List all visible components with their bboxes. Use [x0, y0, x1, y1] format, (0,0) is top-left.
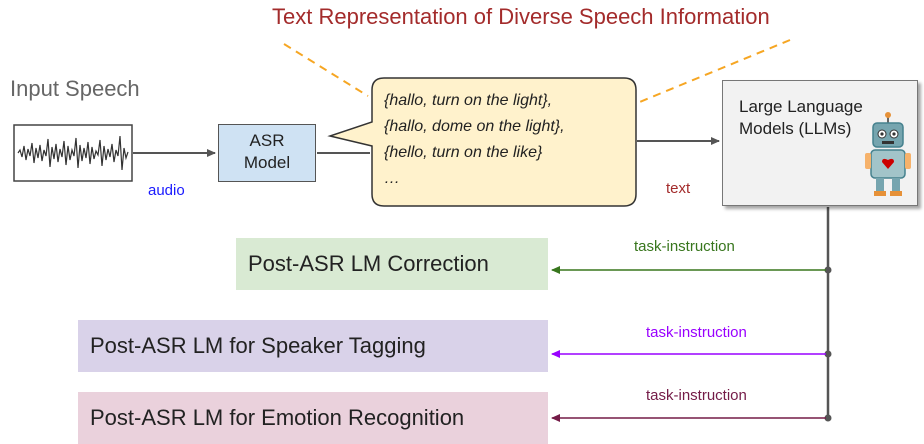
task-label-emotion-recognition: Post-ASR LM for Emotion Recognition: [90, 405, 465, 430]
task-instruction-label-correction: task-instruction: [634, 238, 735, 255]
llm-label-line2: Models (LLMs): [739, 119, 852, 138]
task-instruction-label-speaker: task-instruction: [646, 324, 747, 341]
hypothesis-ellipsis: …: [384, 170, 400, 187]
waveform-icon: [13, 124, 133, 182]
input-speech-label: Input Speech: [10, 76, 140, 101]
hypothesis-1: {hallo, turn on the light},: [384, 92, 553, 109]
task-box-emotion-recognition: Post-ASR LM for Emotion Recognition: [78, 392, 548, 444]
llm-box: Large Language Models (LLMs): [722, 80, 918, 206]
asr-model-label-line2: Model: [243, 153, 291, 172]
asr-model-label-line1: ASR: [249, 131, 285, 150]
diagram-title: Text Representation of Diverse Speech In…: [272, 4, 770, 29]
junction-dot-speaker: [824, 350, 832, 358]
robot-icon: [865, 112, 911, 196]
asr-model-box: ASR Model: [218, 124, 316, 182]
junction-dot-correction: [824, 266, 832, 274]
dashed-leader-right: [629, 39, 791, 107]
llm-label-line1: Large Language: [739, 97, 863, 116]
text-edge-label: text: [666, 180, 691, 197]
task-box-correction: Post-ASR LM Correction: [236, 238, 548, 290]
hypothesis-3: {hello, turn on the like}: [384, 144, 543, 161]
task-box-speaker-tagging: Post-ASR LM for Speaker Tagging: [78, 320, 548, 372]
task-label-correction: Post-ASR LM Correction: [248, 251, 489, 276]
junction-dot-emotion: [824, 414, 832, 422]
hypothesis-2: {hallo, dome on the light},: [384, 118, 565, 135]
audio-edge-label: audio: [148, 182, 185, 199]
task-instruction-label-emotion: task-instruction: [646, 387, 747, 404]
task-label-speaker-tagging: Post-ASR LM for Speaker Tagging: [90, 333, 426, 358]
dashed-leader-left: [283, 43, 369, 97]
hypotheses-bubble: [327, 77, 637, 207]
